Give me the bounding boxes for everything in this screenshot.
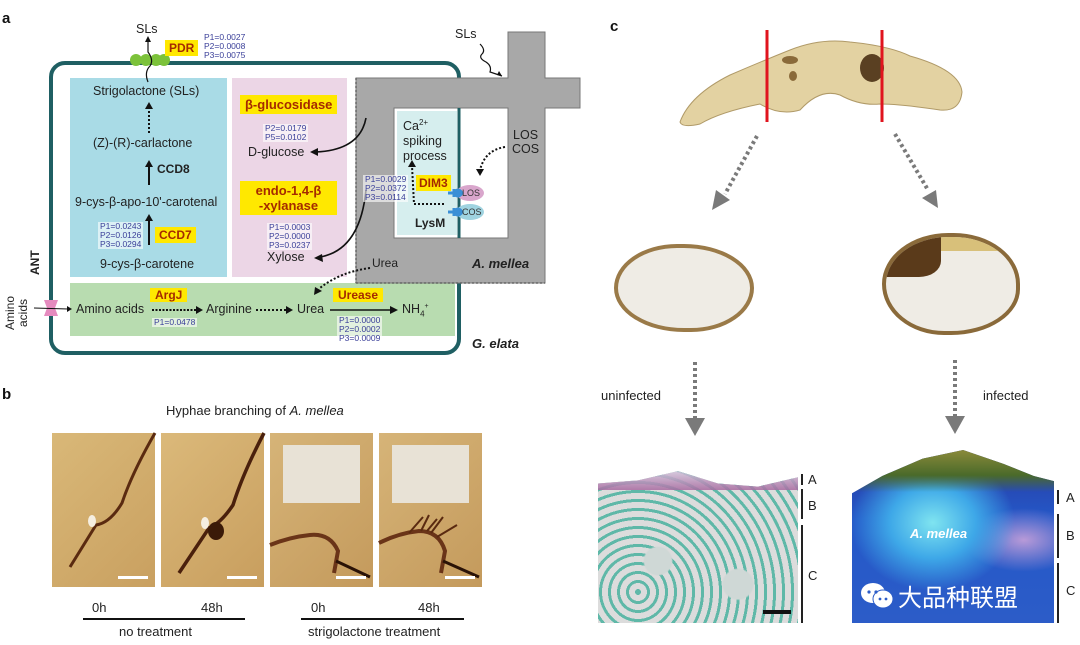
layer-bar-c xyxy=(1057,563,1059,623)
dim3-pvalues: P1=0.0029 P2=0.0372 P3=0.0114 xyxy=(363,174,409,202)
lysm-label: LysM xyxy=(415,216,446,230)
beta-glucosidase-pvalues: P2=0.0179 P5=0.0102 xyxy=(263,123,309,142)
section-down-arrows xyxy=(685,360,965,436)
fungus-name-label: A. mellea xyxy=(472,256,530,271)
sls-export-label: SLs xyxy=(136,22,158,36)
hyphae-photo-sl-treatment-48h xyxy=(378,433,482,587)
sl-node-carotenal: 9-cys-β-apo-10'-carotenal xyxy=(75,195,218,209)
wechat-icon xyxy=(861,582,894,608)
ccd8-label: CCD8 xyxy=(157,162,190,176)
epidermis-layer xyxy=(598,471,798,490)
group-bar-sl-treatment xyxy=(301,618,464,620)
infected-label: infected xyxy=(983,388,1029,403)
xylanase-label: endo-1,4-β -xylanase xyxy=(240,181,337,215)
hyphae-photo-no-treatment-48h xyxy=(161,432,266,587)
los-molecule-label: LOS xyxy=(462,188,481,198)
time-label-48h: 48h xyxy=(201,600,223,615)
sl-node-carlactone: (Z)-(R)-carlactone xyxy=(93,136,193,150)
hyphae-photo-no-treatment-0h xyxy=(52,432,157,587)
ca-spiking-label: Ca2+ spiking process xyxy=(403,118,447,164)
layer-bar-a xyxy=(1057,490,1059,504)
pdr-pvalues: P1=0.0027 P2=0.0008 P3=0.0075 xyxy=(202,32,248,60)
amino-acids-node: Amino acids xyxy=(76,302,145,316)
sl-filter-paper xyxy=(392,445,469,503)
infected-fluorescence-photo: A. mellea 大品种联盟 xyxy=(852,450,1054,623)
ccd7-pvalues: P1=0.0243 P2=0.0126 P3=0.0294 xyxy=(98,221,144,249)
tuber-photo xyxy=(679,30,963,210)
fungus-fluorescence-label: A. mellea xyxy=(910,526,968,541)
sl-node-strigolactone: Strigolactone (SLs) xyxy=(93,84,200,98)
urea-node: Urea xyxy=(297,302,325,316)
scale-bar xyxy=(763,610,791,614)
scale-bar xyxy=(227,576,257,579)
layer-bar-c xyxy=(801,525,803,623)
cos-molecule-label: COS xyxy=(462,207,482,217)
hyphae-photo-sl-treatment-0h xyxy=(269,433,373,587)
layer-bar-b xyxy=(801,489,803,519)
time-label-48h: 48h xyxy=(418,600,440,615)
xylanase-pvalues: P1=0.0003 P2=0.0000 P3=0.0237 xyxy=(267,222,313,250)
argj-enzyme-label: ArgJ xyxy=(150,288,188,302)
beta-glucosidase-label: β-glucosidase xyxy=(240,95,338,114)
xylose-label: Xylose xyxy=(267,250,305,264)
ammonium-node: NH4+ xyxy=(402,302,429,319)
time-label-0h: 0h xyxy=(92,600,107,615)
fungal-urea-label: Urea xyxy=(372,256,399,270)
nitrogen-pathway-arrows xyxy=(152,306,398,314)
uninfected-histology-photo xyxy=(598,471,798,623)
sl-filter-paper xyxy=(283,445,360,503)
panel-b-title: Hyphae branching of A. mellea xyxy=(166,403,344,418)
fungus-sls-label: SLs xyxy=(455,27,477,41)
scale-bar xyxy=(336,576,366,579)
arginine-node: Arginine xyxy=(206,302,252,316)
layer-label-a: A xyxy=(1066,490,1075,505)
dim3-enzyme-label: DIM3 xyxy=(416,175,451,191)
lysm-receptor-icon xyxy=(448,185,484,220)
layer-label-b: B xyxy=(808,498,817,513)
urease-pvalues: P1=0.0000 P2=0.0002 P3=0.0009 xyxy=(337,315,383,343)
layer-label-b: B xyxy=(1066,528,1075,543)
ant-transporter-icon xyxy=(33,300,72,316)
group-label-no-treatment: no treatment xyxy=(119,624,192,639)
group-label-sl-treatment: strigolactone treatment xyxy=(308,624,441,639)
layer-bar-b xyxy=(1057,514,1059,558)
los-cos-signal-label: LOS COS xyxy=(512,128,540,156)
dotted-arrow-carlactone-to-sl xyxy=(145,102,153,245)
uninfected-label: uninfected xyxy=(601,388,661,403)
ccd7-enzyme-label: CCD7 xyxy=(155,227,196,243)
panel-c-label: c xyxy=(610,18,619,35)
urease-enzyme-label: Urease xyxy=(333,288,384,302)
layer-label-c: C xyxy=(808,568,818,583)
argj-pvalue: P1=0.0478 xyxy=(152,317,198,327)
pdr-transporter-icon xyxy=(130,36,170,83)
layer-label-c: C xyxy=(1066,583,1076,598)
pdr-enzyme-label: PDR xyxy=(165,40,199,56)
panel-a-label: a xyxy=(2,10,11,27)
uninfected-cross-section-photo xyxy=(614,244,754,332)
infected-cross-section-photo xyxy=(882,233,1020,335)
group-bar-no-treatment xyxy=(83,618,245,620)
fungus-to-sugar-arrows xyxy=(310,117,506,295)
d-glucose-label: D-glucose xyxy=(248,145,305,159)
panel-b-label: b xyxy=(2,386,12,403)
scale-bar xyxy=(118,576,148,579)
plant-name-label: G. elata xyxy=(472,336,519,351)
sls-squiggle-arrow xyxy=(479,43,503,77)
layer-bar-a xyxy=(801,474,803,485)
layer-label-a: A xyxy=(808,472,817,487)
infection-lesion xyxy=(886,237,941,277)
watermark: 大品种联盟 xyxy=(860,578,1018,613)
scale-bar xyxy=(445,576,475,579)
time-label-0h: 0h xyxy=(311,600,326,615)
sl-node-carotene: 9-cys-β-carotene xyxy=(100,257,195,271)
